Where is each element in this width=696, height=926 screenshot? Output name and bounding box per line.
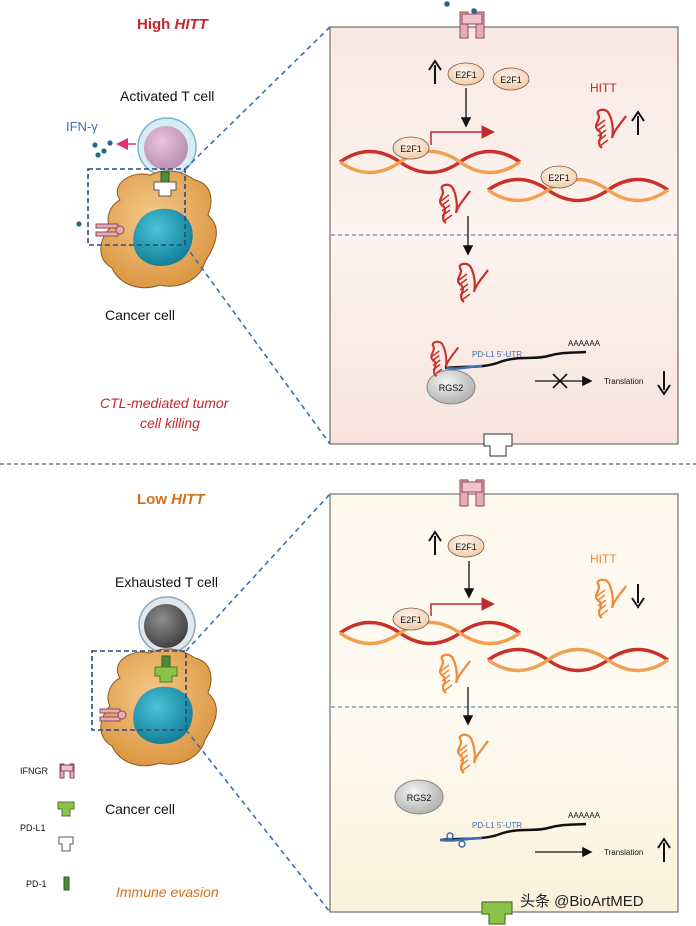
bottom-title-prefix: Low (137, 491, 171, 508)
top-e2f1-up-arrow-icon (428, 59, 442, 84)
legend-pd1-label: PD-1 (26, 879, 47, 889)
top-zoom-line-upper (184, 26, 331, 170)
bottom-translation-up-arrow-icon (657, 837, 671, 862)
bottom-section: Low HITT Exhausted T cell Cancer cell Im… (20, 479, 679, 925)
top-hitt-label: HITT (590, 81, 617, 95)
bottom-detail-panel (329, 493, 679, 913)
ifn-gamma-label: IFN-γ (66, 119, 98, 134)
activated-t-cell-label: Activated T cell (120, 88, 214, 104)
top-ifngr-receptor (95, 223, 125, 237)
top-e2f1-d: E2F1 (540, 165, 578, 189)
bottom-title-gene: HITT (171, 491, 206, 508)
watermark: 头条 @BioArtMED (520, 893, 644, 910)
bottom-rgs2-free: RGS2 (394, 779, 444, 815)
immune-evasion-caption: Immune evasion (116, 884, 219, 900)
legend-pdl1-label: PD-L1 (20, 823, 46, 833)
top-utr-label: PD-L1 5'-UTR (472, 350, 522, 359)
top-panel-ifngr (459, 11, 485, 39)
bottom-e2f1-up-arrow-icon (428, 530, 442, 555)
legend-pdl1-green-icon (57, 801, 75, 817)
bottom-transcription-arrow (430, 597, 495, 616)
legend-ifngr-label: IFNGR (20, 766, 48, 776)
top-title: High HITT (137, 16, 210, 33)
legend-pdl1-white-icon (58, 836, 74, 852)
top-panel-ifn-dot2 (471, 8, 477, 14)
bottom-dna-helix-2-icon (486, 647, 670, 673)
ifn-gamma-dots (92, 140, 113, 158)
legend-ifngr-icon (59, 763, 75, 779)
top-e2f1-c: E2F1 (392, 136, 430, 160)
bottom-e2f1-b: E2F1 (392, 607, 430, 631)
bottom-polya-label: AAAAAA (568, 811, 601, 820)
top-translation-down-arrow-icon (657, 371, 671, 396)
top-e2f1-a-label: E2F1 (455, 70, 477, 80)
top-title-prefix: High (137, 16, 175, 33)
bottom-e2f1-b-label: E2F1 (400, 615, 422, 625)
activated-t-cell (137, 117, 197, 177)
bottom-rgs2-label: RGS2 (407, 793, 432, 803)
top-rgs2-complex: RGS2 (426, 340, 476, 405)
top-zoom-line-lower (184, 244, 331, 445)
bottom-hitt-label: HITT (590, 552, 617, 566)
bottom-cancer-cell (100, 648, 217, 767)
top-e2f1-c-label: E2F1 (400, 144, 422, 154)
top-section: High HITT Activated T cell IFN-γ (66, 1, 679, 457)
top-e2f1-b: E2F1 (492, 67, 530, 91)
top-utr-segment (445, 364, 483, 370)
bottom-zoom-line-lower (185, 729, 331, 913)
top-cancer-cell-label: Cancer cell (105, 307, 175, 323)
bottom-utr-segment (439, 836, 483, 842)
top-e2f1-a: E2F1 (447, 62, 485, 86)
bottom-panel-ifngr (459, 479, 485, 507)
top-ifn-ligand-dot (76, 221, 82, 227)
top-rgs2-label: RGS2 (439, 383, 464, 393)
top-e2f1-d-label: E2F1 (548, 173, 570, 183)
ctl-caption-line2: cell killing (140, 415, 200, 431)
ctl-caption-line1: CTL-mediated tumor (100, 395, 230, 411)
top-e2f1-b-label: E2F1 (500, 75, 522, 85)
legend: IFNGR PD-L1 PD-1 (20, 763, 75, 891)
top-cancer-cell (100, 170, 217, 289)
exhausted-t-cell-label: Exhausted T cell (115, 574, 218, 590)
bottom-panel-pdl1-icon (481, 901, 513, 925)
bottom-ifngr-receptor (99, 708, 127, 722)
bottom-e2f1-a: E2F1 (447, 534, 485, 558)
bottom-utr-loops (446, 832, 466, 848)
bottom-zoom-line-upper (185, 493, 331, 652)
bottom-title: Low HITT (137, 491, 206, 508)
bottom-pdl1-ligand (154, 666, 178, 683)
bottom-dna-helix-icon (338, 620, 522, 646)
legend-pd1-icon (63, 876, 70, 891)
exhausted-t-cell (138, 596, 196, 654)
top-title-gene: HITT (175, 16, 210, 33)
bottom-utr-label: PD-L1 5'-UTR (472, 821, 522, 830)
top-zoom-box (87, 168, 186, 246)
top-translation-label: Translation (604, 377, 643, 386)
top-hitt-up-arrow-icon (631, 110, 645, 135)
top-dna-helix-2-icon (486, 177, 670, 203)
bottom-hitt-down-arrow-icon (631, 584, 645, 609)
bottom-zoom-box (91, 650, 187, 731)
top-dna-helix-icon (338, 149, 522, 175)
top-pdl1-ligand (153, 181, 177, 197)
top-panel-ifn-dot (444, 1, 450, 7)
bottom-translation-label: Translation (604, 848, 643, 857)
bottom-cancer-cell-label: Cancer cell (105, 801, 175, 817)
top-blocked-arrow-icon (535, 373, 593, 389)
top-polya-label: AAAAAA (568, 339, 601, 348)
top-transcription-arrow (430, 125, 495, 145)
bottom-e2f1-a-label: E2F1 (455, 542, 477, 552)
top-panel-pdl1-icon (483, 433, 513, 457)
